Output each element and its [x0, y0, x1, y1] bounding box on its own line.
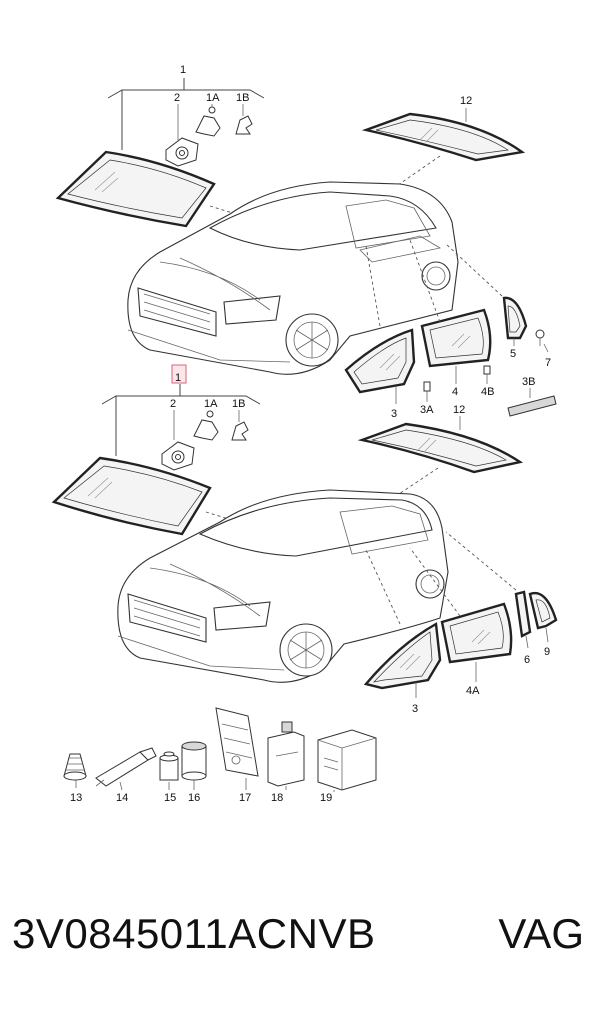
accessory-17 — [215, 707, 259, 777]
bolt-4B-sedan — [483, 365, 491, 375]
sedan-car-body — [127, 181, 459, 375]
accessory-15 — [159, 751, 179, 781]
callout-7: 7 — [545, 357, 551, 369]
sedan-assembly: 1 2 1A 1B — [55, 64, 557, 420]
accessory-19 — [317, 729, 377, 791]
callout-19: 19 — [320, 792, 332, 804]
callout-14: 14 — [116, 792, 128, 804]
accessory-18 — [267, 721, 305, 787]
quarter-glass-9-wagon — [528, 591, 558, 630]
rear-door-glass-sedan — [420, 308, 492, 368]
callout-15: 15 — [164, 792, 176, 804]
clip-7-sedan — [535, 329, 545, 346]
rain-sensor-wagon — [161, 441, 195, 471]
part-number: 3V0845011ACNVB — [12, 910, 376, 957]
callout-3A: 3A — [420, 404, 434, 416]
callout-13: 13 — [70, 792, 82, 804]
sensor-bracket-1A-wagon — [193, 410, 219, 441]
callout-4B: 4B — [481, 386, 494, 398]
callout-4: 4 — [452, 386, 458, 398]
callout-wagon-1A: 1A — [204, 398, 218, 410]
parts-diagram: 1 2 1A 1B — [51, 64, 558, 804]
callout-1A: 1A — [206, 92, 220, 104]
accessory-14 — [95, 747, 157, 787]
callout-3B: 3B — [522, 376, 535, 388]
callout-wagon-12: 12 — [453, 404, 465, 416]
callout-16: 16 — [188, 792, 200, 804]
seal-strip-3B-sedan — [507, 395, 557, 417]
front-door-glass-sedan — [344, 328, 416, 394]
bolt-3A-sedan — [423, 381, 431, 392]
quarter-glass-6-wagon — [514, 590, 532, 638]
brand-label: VAG — [498, 910, 584, 957]
bracket-1 — [107, 89, 265, 99]
callout-3: 3 — [391, 408, 397, 420]
roof-glass-sedan — [361, 112, 526, 162]
callout-5: 5 — [510, 348, 516, 360]
accessory-13 — [63, 753, 87, 781]
callout-wagon-1B: 1B — [232, 398, 245, 410]
bracket-wagon-1 — [101, 395, 261, 405]
rear-door-glass-wagon — [440, 602, 513, 664]
rain-sensor-sedan — [165, 137, 199, 167]
callout-18: 18 — [271, 792, 283, 804]
roof-glass-wagon — [357, 422, 524, 474]
callout-12: 12 — [460, 95, 472, 107]
sensor-bracket-1A-sedan — [195, 104, 221, 137]
windscreen-wagon — [51, 456, 212, 536]
callout-wagon-4A: 4A — [466, 685, 480, 697]
callout-wagon-9: 9 — [544, 646, 550, 658]
callout-wagon-1: 1 — [175, 372, 181, 384]
quarter-glass-sedan — [502, 296, 528, 340]
callout-17: 17 — [239, 792, 251, 804]
clip-1B-wagon — [231, 410, 249, 441]
callout-1: 1 — [180, 64, 186, 76]
footer: 3V0845011ACNVB VAG — [0, 900, 600, 980]
windscreen-sedan — [55, 150, 216, 228]
accessory-16 — [181, 741, 207, 781]
callout-wagon-3: 3 — [412, 703, 418, 715]
callout-wagon-2: 2 — [170, 398, 176, 410]
callout-2: 2 — [174, 92, 180, 104]
front-door-glass-wagon — [363, 622, 442, 690]
callout-1B: 1B — [236, 92, 249, 104]
callout-wagon-6: 6 — [524, 654, 530, 666]
wagon-assembly: 1 2 1A 1B — [51, 372, 558, 715]
highlight-marker — [171, 364, 187, 384]
wagon-car-body — [117, 489, 449, 683]
accessories: 13 14 15 16 17 — [63, 707, 377, 804]
clip-1B-sedan — [235, 104, 253, 135]
